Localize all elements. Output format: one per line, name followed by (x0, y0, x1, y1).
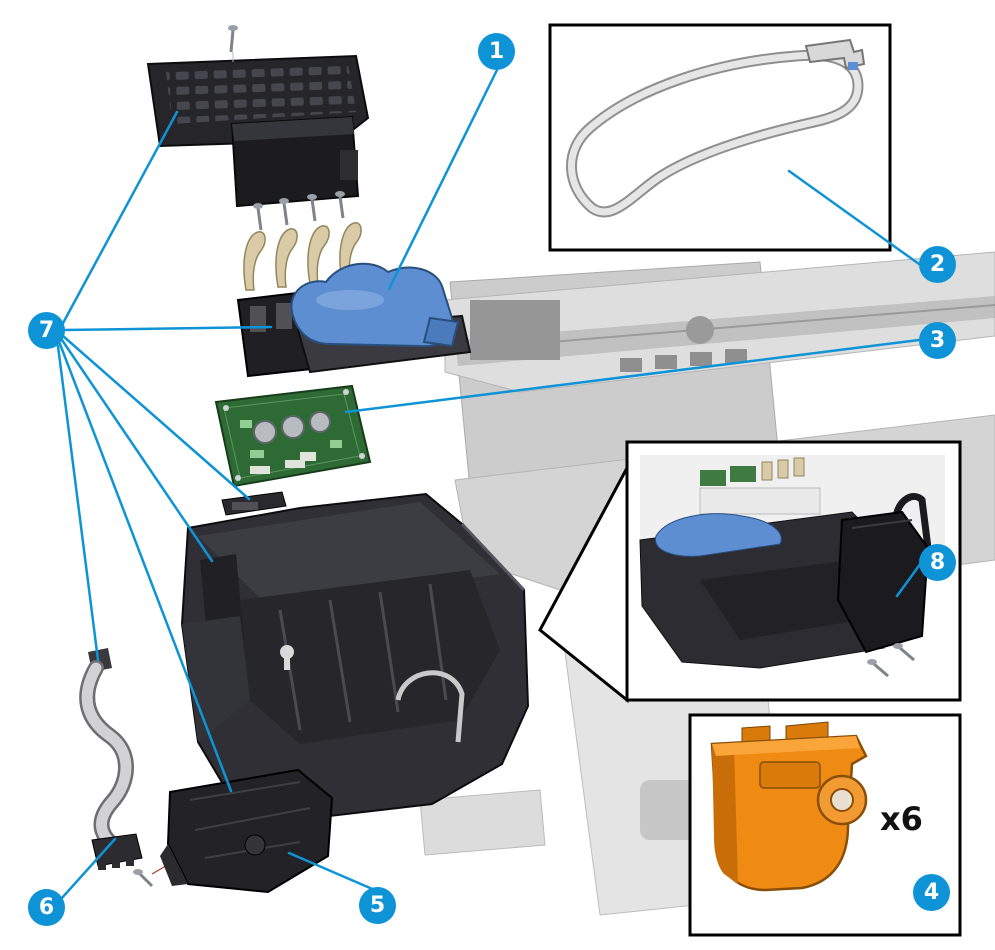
leader-line-8 (895, 561, 923, 598)
callout-2-badge: 2 (919, 246, 956, 283)
leader-line-7a (60, 110, 179, 327)
carriage-detail-inset (538, 440, 962, 704)
leader-line-1 (387, 68, 499, 291)
tube-bracket-part (804, 38, 866, 70)
leader-line-7d (60, 338, 214, 563)
cover-part-8-arm (892, 493, 932, 549)
callout-leader-lines (56, 68, 923, 901)
callout-1-badge: 1 (478, 33, 515, 70)
callout-6-badge: 6 (28, 889, 65, 926)
carriage-pca-board (214, 384, 372, 488)
leader-line-6 (59, 837, 117, 901)
trailing-cable-part (79, 648, 143, 870)
carriage-body-part (180, 492, 530, 820)
leader-line-7f (58, 342, 233, 793)
callout-3-badge: 3 (919, 322, 956, 359)
quantity-label: x6 (880, 800, 923, 838)
callout-7-badge: 7 (28, 312, 65, 349)
callout-4-badge: 4 (913, 874, 950, 911)
leader-line-3 (344, 338, 921, 414)
callout-5-badge: 5 (359, 887, 396, 924)
top-cover-part (146, 54, 370, 208)
leader-line-7b (62, 325, 273, 332)
cover-part-8 (836, 510, 930, 654)
front-cover-part (160, 768, 334, 894)
leader-line-7e (56, 344, 100, 662)
orange-part-inset (688, 713, 962, 937)
blue-lever-part (290, 262, 472, 374)
tube-guide-inset (548, 23, 892, 252)
callout-8-badge: 8 (919, 544, 956, 581)
leader-line-2 (787, 169, 921, 266)
small-cable-part (221, 491, 287, 516)
leader-line-7c (61, 334, 251, 501)
leader-line-5 (287, 851, 379, 893)
